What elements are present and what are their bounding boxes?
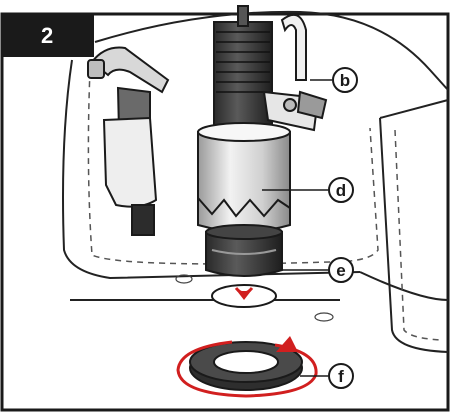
fill-valve xyxy=(87,46,170,236)
callout-b: b xyxy=(332,67,358,93)
cistern-outline xyxy=(62,10,449,353)
step-number-badge: 2 xyxy=(3,15,94,57)
lever-mechanism xyxy=(262,13,328,132)
base-holes xyxy=(175,274,334,322)
panel-border xyxy=(0,12,450,412)
callout-b-label: b xyxy=(339,70,351,90)
valve-base xyxy=(205,224,283,277)
callout-e-label: e xyxy=(336,260,346,280)
callout-f-label: f xyxy=(338,366,344,386)
outlet-hole xyxy=(211,284,277,308)
lock-nut xyxy=(189,341,303,391)
callout-d-label: d xyxy=(335,180,347,200)
step-number: 2 xyxy=(41,23,54,48)
callout-d: d xyxy=(328,177,354,203)
leader-lines xyxy=(262,79,332,377)
cistern-dashed-lines xyxy=(87,69,441,341)
callout-e: e xyxy=(328,257,354,283)
callout-f: f xyxy=(328,363,354,389)
flush-cylinder xyxy=(197,122,291,233)
rotation-arrowhead xyxy=(276,336,298,352)
rotation-arrow xyxy=(176,340,318,398)
